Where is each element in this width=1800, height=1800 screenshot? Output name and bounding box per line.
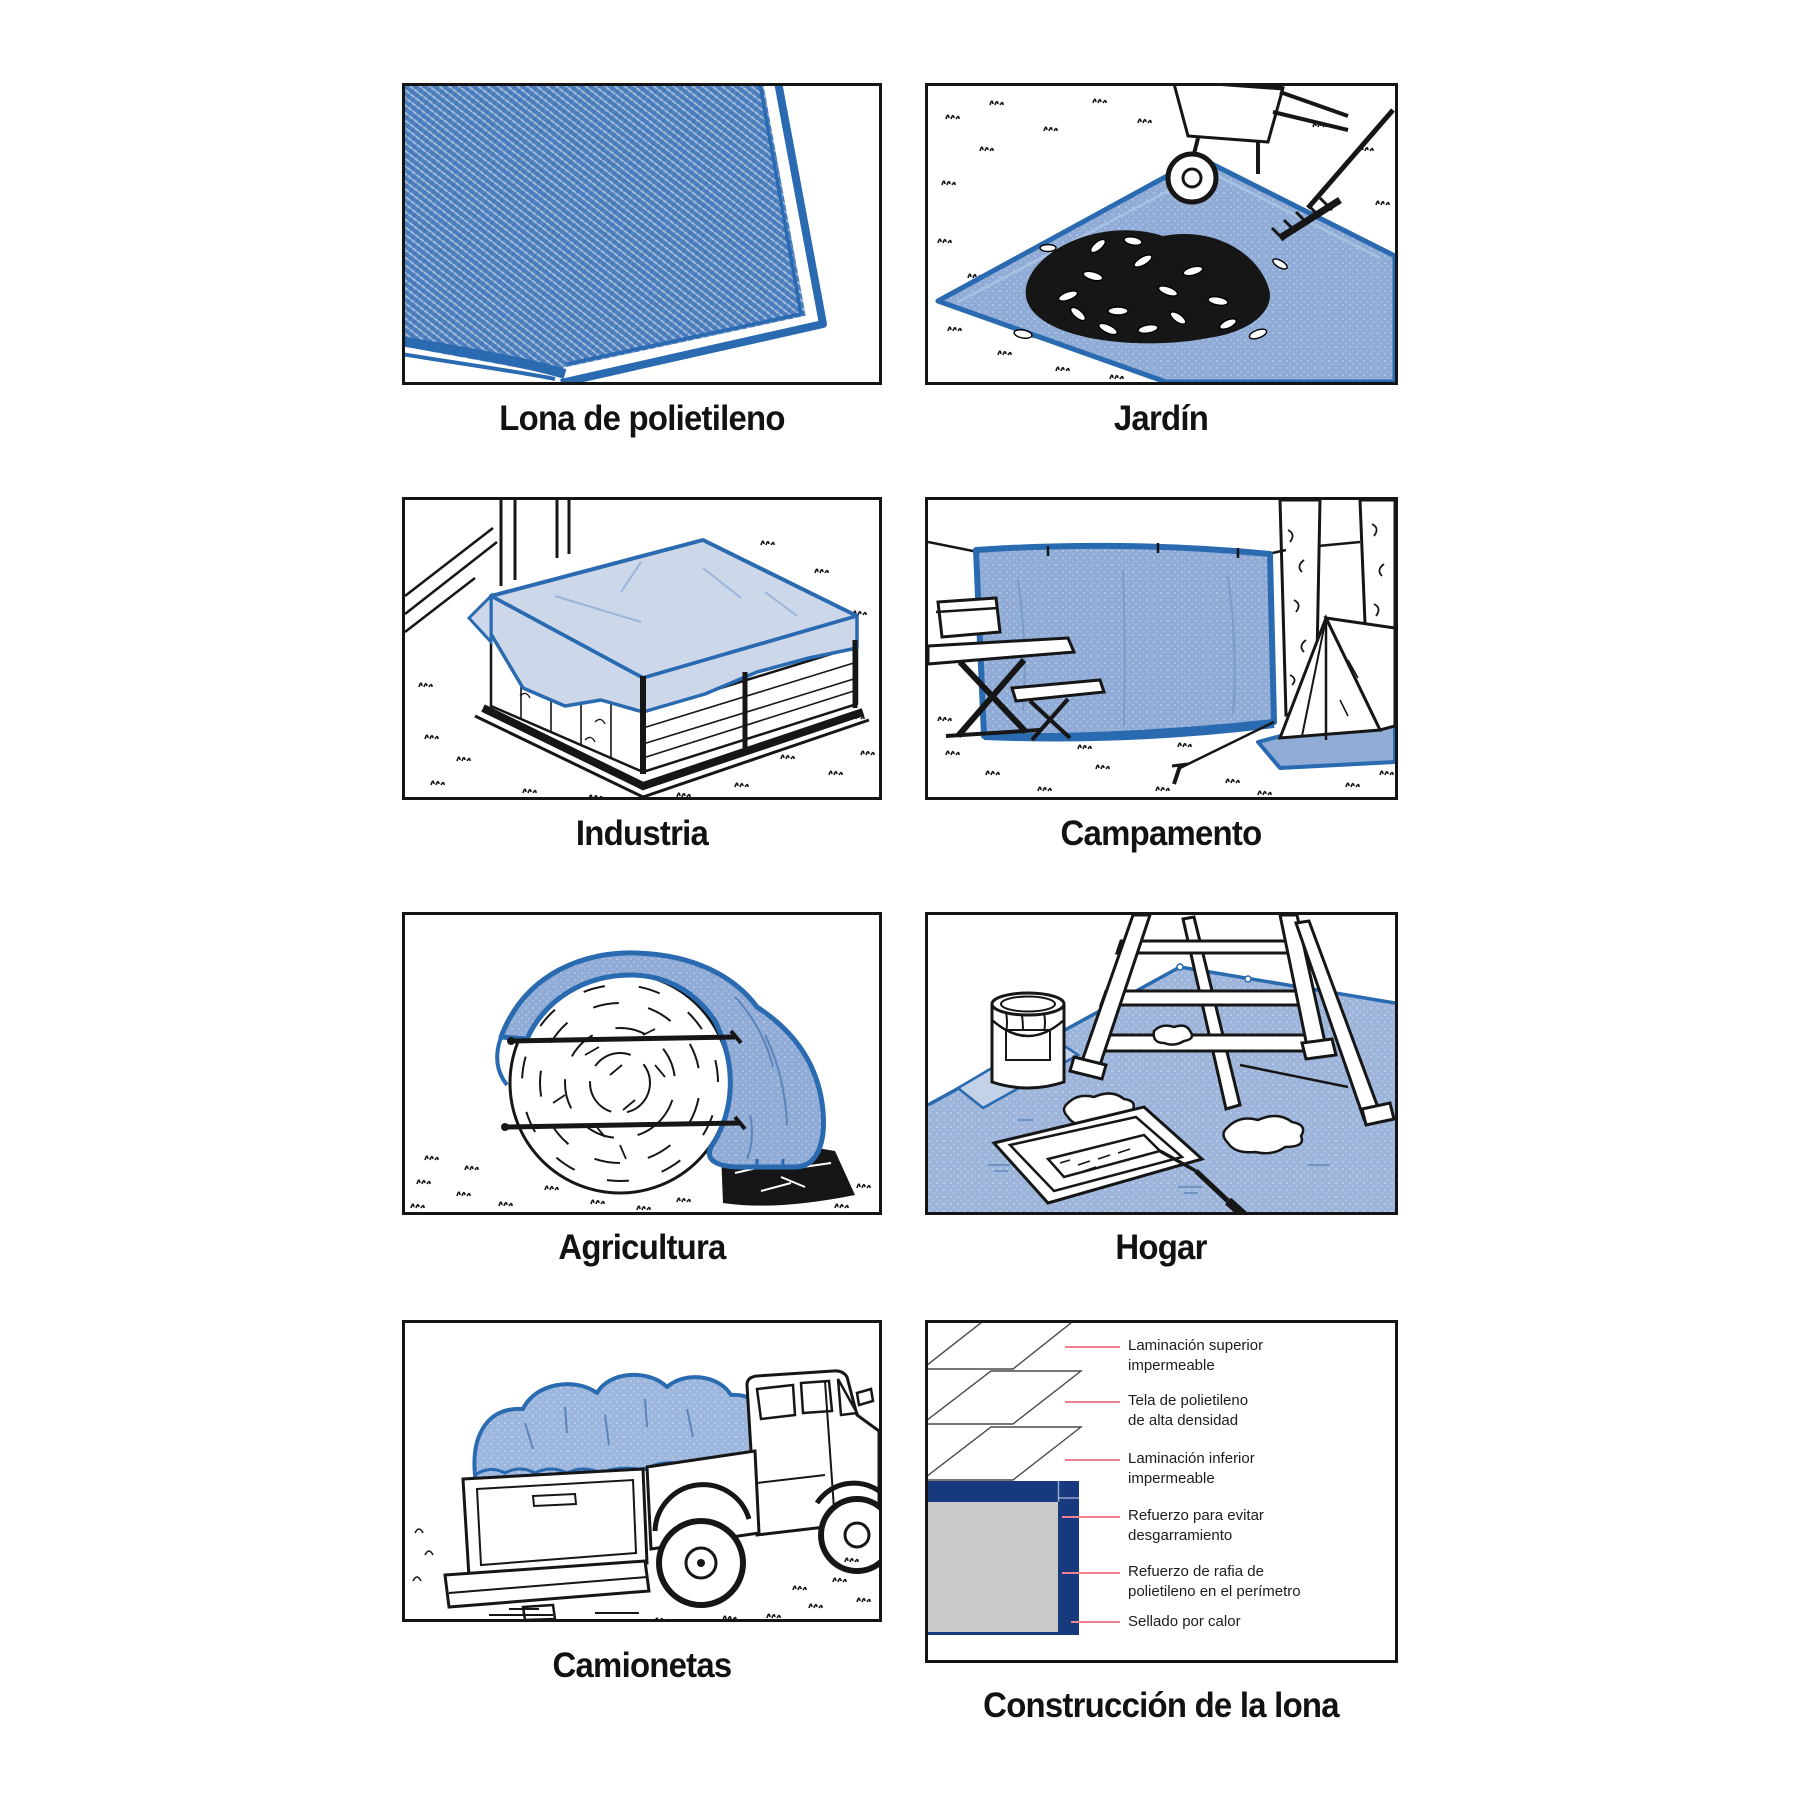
- grass: [412, 1528, 871, 1619]
- caption-jardin: Jardín: [1113, 399, 1209, 438]
- caption-construccion: Construcción de la lona: [983, 1686, 1339, 1725]
- tarp-construction-diagram: [928, 1323, 1120, 1635]
- industrial-tarp-illustration: [405, 500, 875, 797]
- straps: [501, 1029, 747, 1131]
- panel-lona: [402, 83, 882, 385]
- panel-hogar: [925, 912, 1398, 1215]
- panel-industria: [402, 497, 882, 800]
- caption-industria: Industria: [575, 814, 709, 853]
- panel-campamento: [925, 497, 1398, 800]
- tent: [1256, 614, 1395, 770]
- guy-line-stake: [1171, 720, 1275, 785]
- panel-construccion: Laminación superior impermeable Tela de …: [925, 1320, 1398, 1663]
- tarp-swatch: [928, 1481, 1079, 1635]
- leaf-pile: [1013, 230, 1288, 344]
- caption-hogar: Hogar: [1115, 1228, 1207, 1267]
- panel-camionetas: [402, 1320, 882, 1622]
- pickup-truck-tarp-illustration: [412, 1369, 879, 1619]
- garden-tarp-illustration: [935, 86, 1395, 382]
- corner-posts: [640, 640, 858, 774]
- caption-camionetas: Camionetas: [552, 1646, 733, 1685]
- tarp-corner: [405, 86, 827, 382]
- caption-campamento: Campamento: [1060, 814, 1263, 853]
- ladder: [1068, 915, 1395, 1127]
- paint-can: [990, 991, 1066, 1090]
- campsite-tarp-illustration: [928, 500, 1395, 796]
- layer-sheets: [928, 1323, 1084, 1481]
- caption-agricultura: Agricultura: [558, 1228, 726, 1267]
- woven-tarp-corner-illustration: [405, 86, 827, 382]
- caption-lona: Lona de polietileno: [499, 399, 785, 438]
- home-painting-tarp-illustration: [928, 915, 1395, 1212]
- wheels: [652, 1480, 879, 1608]
- panel-agricultura: [402, 912, 882, 1215]
- rake: [1270, 108, 1395, 242]
- truck-body: [443, 1369, 879, 1619]
- wall-corner: [405, 500, 571, 633]
- paint-spills: [1062, 1024, 1305, 1155]
- picnic-table: [928, 596, 1107, 742]
- callout-lines: [1062, 1346, 1120, 1623]
- pallet: [474, 704, 870, 797]
- tarp: [495, 950, 826, 1170]
- wheelbarrow: [1165, 86, 1349, 205]
- roller-tray: [991, 1105, 1247, 1212]
- hay-bale-tarp-illustration: [410, 950, 871, 1211]
- tarp: [466, 538, 859, 714]
- panel-jardin: [925, 83, 1398, 385]
